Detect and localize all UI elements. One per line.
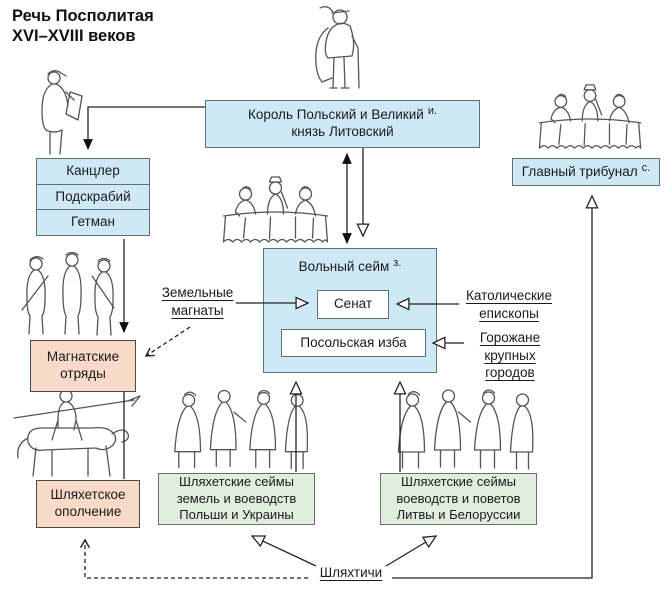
szlachta-label: Шляхтичи: [319, 565, 383, 580]
tribunal-label: Главный трибунал: [521, 163, 638, 179]
senate-box: Сенат: [317, 290, 389, 319]
local-seims-lithuania-line2: воеводств и поветов: [396, 490, 521, 506]
catholic-bishops-label: Католические епископы: [466, 288, 552, 321]
horseman-illustration: [0, 384, 142, 481]
page-title-line2: XVI–XVIII веков: [12, 27, 136, 46]
clerk-illustration: [28, 66, 90, 158]
local-seims-lithuania-line1: Шляхетские сеймы: [400, 473, 517, 489]
official-label: Канцлер: [66, 163, 120, 179]
local-seims-lithuania-line3: Литвы и Белоруссии: [396, 507, 521, 523]
king-box-line1: Король Польский и Великий: [247, 107, 424, 123]
land-magnates-label: Земельные магнаты: [161, 285, 234, 318]
magnate-troops-line1: Магнатские: [46, 349, 120, 365]
local-seims-poland-line3: Польши и Украины: [179, 507, 294, 523]
arrow-szlachta-to-right-seims: [385, 536, 436, 567]
militia-line1: Шляхетское: [50, 487, 126, 503]
king-illustration: [298, 2, 378, 97]
page-title-line1: Речь Посполитая: [12, 7, 154, 25]
king-box-line2: князь Литовский: [291, 124, 394, 139]
szlachta-crowd-left-illustration: [163, 382, 313, 472]
tribunal-table-illustration: [531, 80, 649, 154]
townspeople-label: Горожане крупных городов: [479, 330, 541, 381]
dashed-arrow-magnates-to-troops: [144, 326, 191, 357]
official-box-chancellor: Канцлер: [36, 158, 150, 185]
local-seims-poland-line1: Шляхетские сеймы: [178, 473, 295, 489]
magnate-troops-line2: отряды: [60, 366, 106, 381]
magnate-troops-box: Магнатские отряды: [30, 340, 136, 392]
tribunal-marker: с.: [641, 161, 651, 174]
seim-title-text: Вольный сейм: [298, 259, 390, 274]
council-table-illustration: [213, 172, 338, 248]
szlachta-crowd-right-illustration: [385, 382, 540, 472]
chamber-label: Посольская изба: [300, 334, 407, 350]
arrow-king-to-officials: [83, 106, 205, 151]
senate-label: Сенат: [333, 296, 373, 312]
king-box-marker: и.: [427, 105, 438, 118]
official-box-hetman: Гетман: [36, 209, 150, 236]
local-seims-lithuania-box: Шляхетские сеймы воеводств и поветов Лит…: [380, 473, 537, 525]
page-title: Речь Посполитая XVI–XVIII веков: [12, 6, 232, 46]
chamber-of-deputies-box: Посольская изба: [281, 329, 426, 357]
local-seims-poland-line2: земель и воеводств: [176, 490, 297, 506]
magnate-soldiers-illustration: [14, 246, 122, 338]
official-box-treasurer: Подскрабий: [36, 183, 150, 211]
official-label: Гетман: [71, 214, 115, 230]
local-seims-poland-box: Шляхетские сеймы земель и воеводств Поль…: [158, 473, 315, 525]
militia-line2: ополчение: [54, 504, 122, 519]
official-label: Подскрабий: [55, 188, 131, 204]
militia-box: Шляхетское ополчение: [36, 480, 140, 528]
arrow-szlachta-to-left-seims: [252, 536, 317, 567]
seim-marker: з.: [393, 257, 402, 269]
dashed-arrow-szlachta-to-militia: [79, 538, 308, 579]
